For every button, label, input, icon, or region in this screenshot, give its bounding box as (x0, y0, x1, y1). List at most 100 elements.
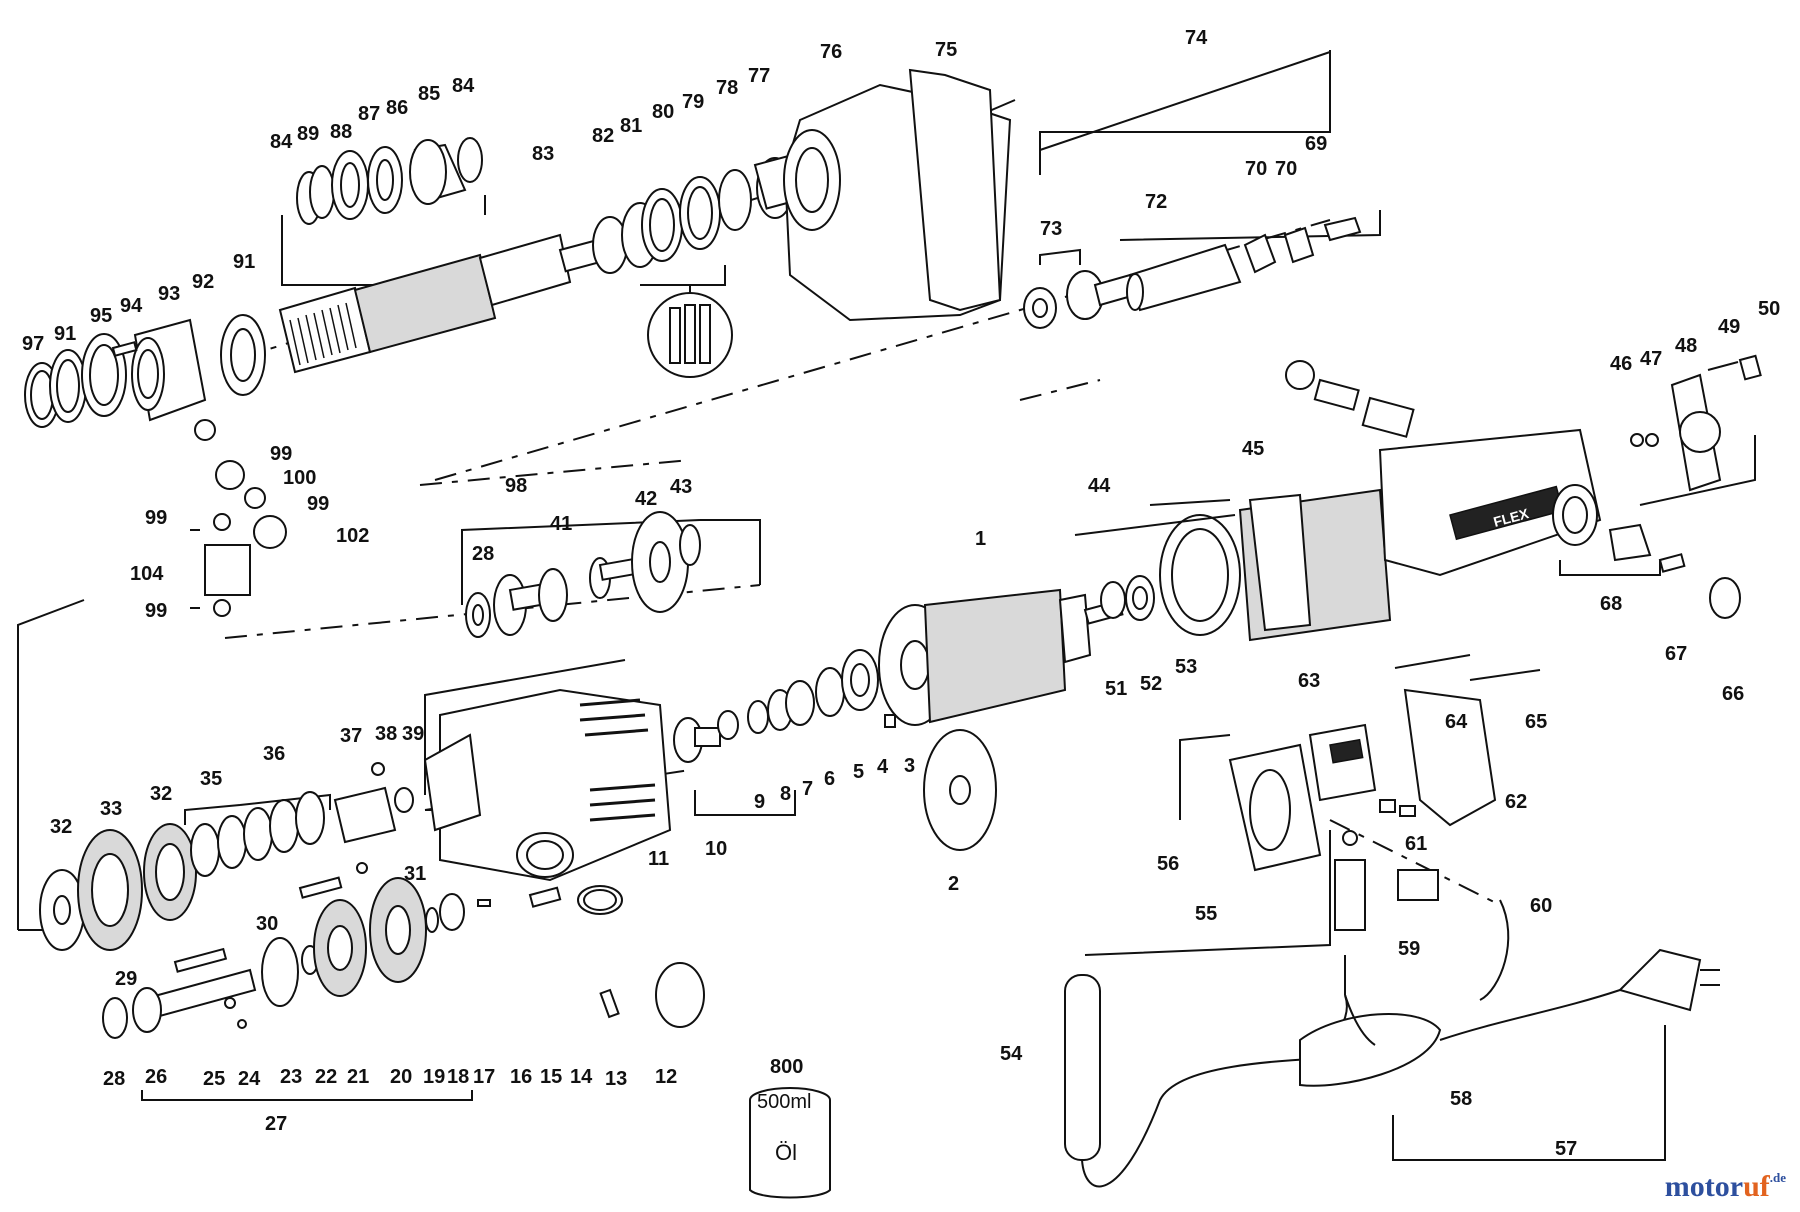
part-label-94: 94 (120, 295, 143, 317)
part-label-88: 88 (330, 121, 352, 143)
part-label-24: 24 (238, 1068, 261, 1090)
part-label-87: 87 (358, 103, 380, 125)
part-label-99a: 99 (270, 443, 292, 465)
part-label-70b: 70 (1275, 158, 1297, 180)
part-label-95: 95 (90, 305, 112, 327)
part-label-46: 46 (1610, 353, 1632, 375)
part-label-48: 48 (1675, 335, 1697, 357)
part-label-82: 82 (592, 125, 614, 147)
part-label-38: 38 (375, 723, 397, 745)
part-label-17: 17 (473, 1066, 495, 1088)
part-label-6: 6 (824, 768, 835, 790)
part-label-1: 1 (975, 528, 986, 550)
motor-housing: FLEX (1074, 354, 1762, 642)
part-label-22: 22 (315, 1066, 337, 1088)
part-label-89: 89 (297, 123, 319, 145)
part-label-44: 44 (1088, 475, 1111, 497)
group-3-10 (673, 649, 896, 763)
part-label-104: 104 (130, 563, 164, 585)
part-label-36: 36 (263, 743, 285, 765)
part-label-37: 37 (340, 725, 362, 747)
part-label-5: 5 (853, 761, 864, 783)
part-label-28b: 28 (103, 1068, 125, 1090)
part-label-69: 69 (1305, 133, 1327, 155)
group-98-gears (465, 511, 701, 638)
gearbox-housing (423, 688, 672, 882)
watermark-part1: motor (1664, 1170, 1744, 1203)
part-label-57: 57 (1555, 1138, 1577, 1160)
part-label-2: 2 (948, 873, 959, 895)
part-label-39: 39 (402, 723, 424, 745)
watermark: motoruf.de (1665, 1170, 1786, 1204)
oil-can[interactable]: 500ml Öl (749, 1087, 831, 1199)
part-label-62: 62 (1505, 791, 1527, 813)
part-label-63: 63 (1298, 670, 1320, 692)
part-label-61: 61 (1405, 833, 1427, 855)
part-label-50: 50 (1758, 298, 1780, 320)
part-label-97: 97 (22, 333, 44, 355)
part-label-59: 59 (1398, 938, 1420, 960)
part-label-86: 86 (386, 97, 408, 119)
left-gear-stack (39, 762, 705, 1039)
part-label-35: 35 (200, 768, 222, 790)
part-label-15: 15 (540, 1066, 562, 1088)
part-label-99d: 99 (145, 600, 167, 622)
power-cable (1064, 899, 1720, 1188)
part-label-84b: 84 (452, 75, 475, 97)
part-label-70a: 70 (1245, 158, 1267, 180)
part-label-19: 19 (423, 1066, 445, 1088)
part-label-64: 64 (1445, 711, 1468, 733)
part-label-10: 10 (705, 838, 727, 860)
part-label-92: 92 (192, 271, 214, 293)
part-label-4: 4 (877, 756, 889, 778)
part-label-26: 26 (145, 1066, 167, 1088)
part-label-23: 23 (280, 1066, 302, 1088)
part-label-27: 27 (265, 1113, 287, 1135)
part-label-43: 43 (670, 476, 692, 498)
part-label-51: 51 (1105, 678, 1127, 700)
part-label-16: 16 (510, 1066, 532, 1088)
part-label-11: 11 (648, 848, 669, 870)
part-label-85: 85 (418, 83, 440, 105)
part-label-99c: 99 (145, 507, 167, 529)
part-label-65: 65 (1525, 711, 1547, 733)
group-73-72-70-69 (1023, 216, 1362, 329)
part-label-67: 67 (1665, 643, 1687, 665)
bracket-lines (17, 50, 1756, 1161)
part-label-78: 78 (716, 77, 738, 99)
part-label-58: 58 (1450, 1088, 1472, 1110)
part-label-74: 74 (1185, 27, 1208, 49)
part-label-76: 76 (820, 41, 842, 63)
part-label-49: 49 (1718, 316, 1740, 338)
switch-housing (1228, 669, 1541, 1041)
part-label-93: 93 (158, 283, 180, 305)
part-label-100: 100 (283, 467, 316, 489)
part-label-29: 29 (115, 968, 137, 990)
part-label-28a: 28 (472, 543, 494, 565)
oil-label: Öl (775, 1140, 797, 1165)
part-label-18: 18 (447, 1066, 469, 1088)
part-label-41: 41 (550, 513, 572, 535)
part-label-25: 25 (203, 1068, 225, 1090)
part-label-21: 21 (347, 1066, 369, 1088)
armature-1 (878, 514, 1241, 851)
part-label-54: 54 (1000, 1043, 1023, 1065)
part-label-99b: 99 (307, 493, 329, 515)
part-label-72: 72 (1145, 191, 1167, 213)
part-label-53: 53 (1175, 656, 1197, 678)
top-spindle-assembly (24, 68, 1012, 428)
part-label-33: 33 (100, 798, 122, 820)
part-label-73: 73 (1040, 218, 1062, 240)
part-label-83: 83 (532, 143, 554, 165)
part-label-52: 52 (1140, 673, 1162, 695)
part-label-91a: 91 (54, 323, 76, 345)
part-label-79: 79 (682, 91, 704, 113)
part-label-91b: 91 (233, 251, 255, 273)
part-label-13: 13 (605, 1068, 627, 1090)
part-label-9: 9 (754, 791, 765, 813)
part-label-81: 81 (620, 115, 642, 137)
part-label-102: 102 (336, 525, 369, 547)
part-label-42: 42 (635, 488, 657, 510)
